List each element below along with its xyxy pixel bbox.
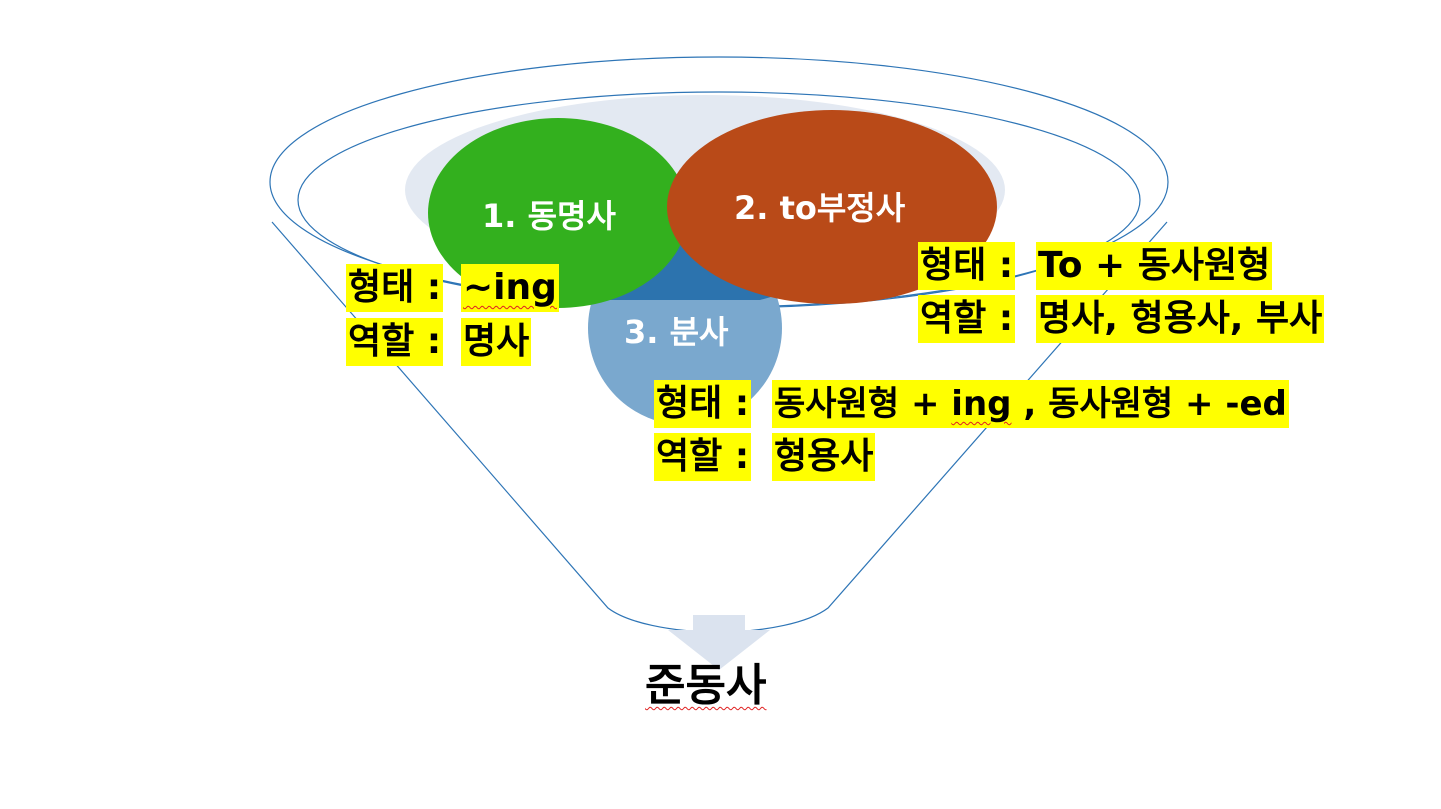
infinitive-form-value: To + 동사원형 (1036, 242, 1273, 290)
gerund-role-label: 역할 : (346, 318, 444, 366)
infinitive-label: 2. to부정사 (734, 189, 906, 227)
gerund-form-text: ~ing (463, 267, 557, 308)
participle-form-part-b: ing (951, 384, 1012, 424)
participle-role-value: 형용사 (772, 433, 876, 481)
participle-form-label: 형태 : (654, 380, 752, 428)
participle-form-part-a: 동사원형 + (774, 384, 952, 424)
gerund-role-value: 명사 (461, 318, 532, 366)
infinitive-form-label: 형태 : (918, 242, 1016, 290)
gerund-form-value: ~ing (461, 264, 559, 312)
participle-form-part-c: , 동사원형 + -ed (1011, 384, 1287, 424)
gerund-label: 1. 동명사 (482, 197, 616, 235)
infinitive-role-label: 역할 : (918, 295, 1016, 343)
infinitive-role-value: 명사, 형용사, 부사 (1036, 295, 1325, 343)
gerund-circle (428, 118, 688, 308)
gerund-form-label: 형태 : (346, 264, 444, 312)
participle-label: 3. 분사 (624, 313, 729, 351)
participle-role-label: 역할 : (654, 433, 752, 481)
result-text: 준동사 (645, 660, 767, 711)
participle-form-value: 동사원형 + ing , 동사원형 + -ed (772, 380, 1289, 428)
infinitive-circle (667, 110, 997, 304)
down-arrow (668, 615, 770, 670)
result-label: 준동사 (645, 658, 766, 714)
